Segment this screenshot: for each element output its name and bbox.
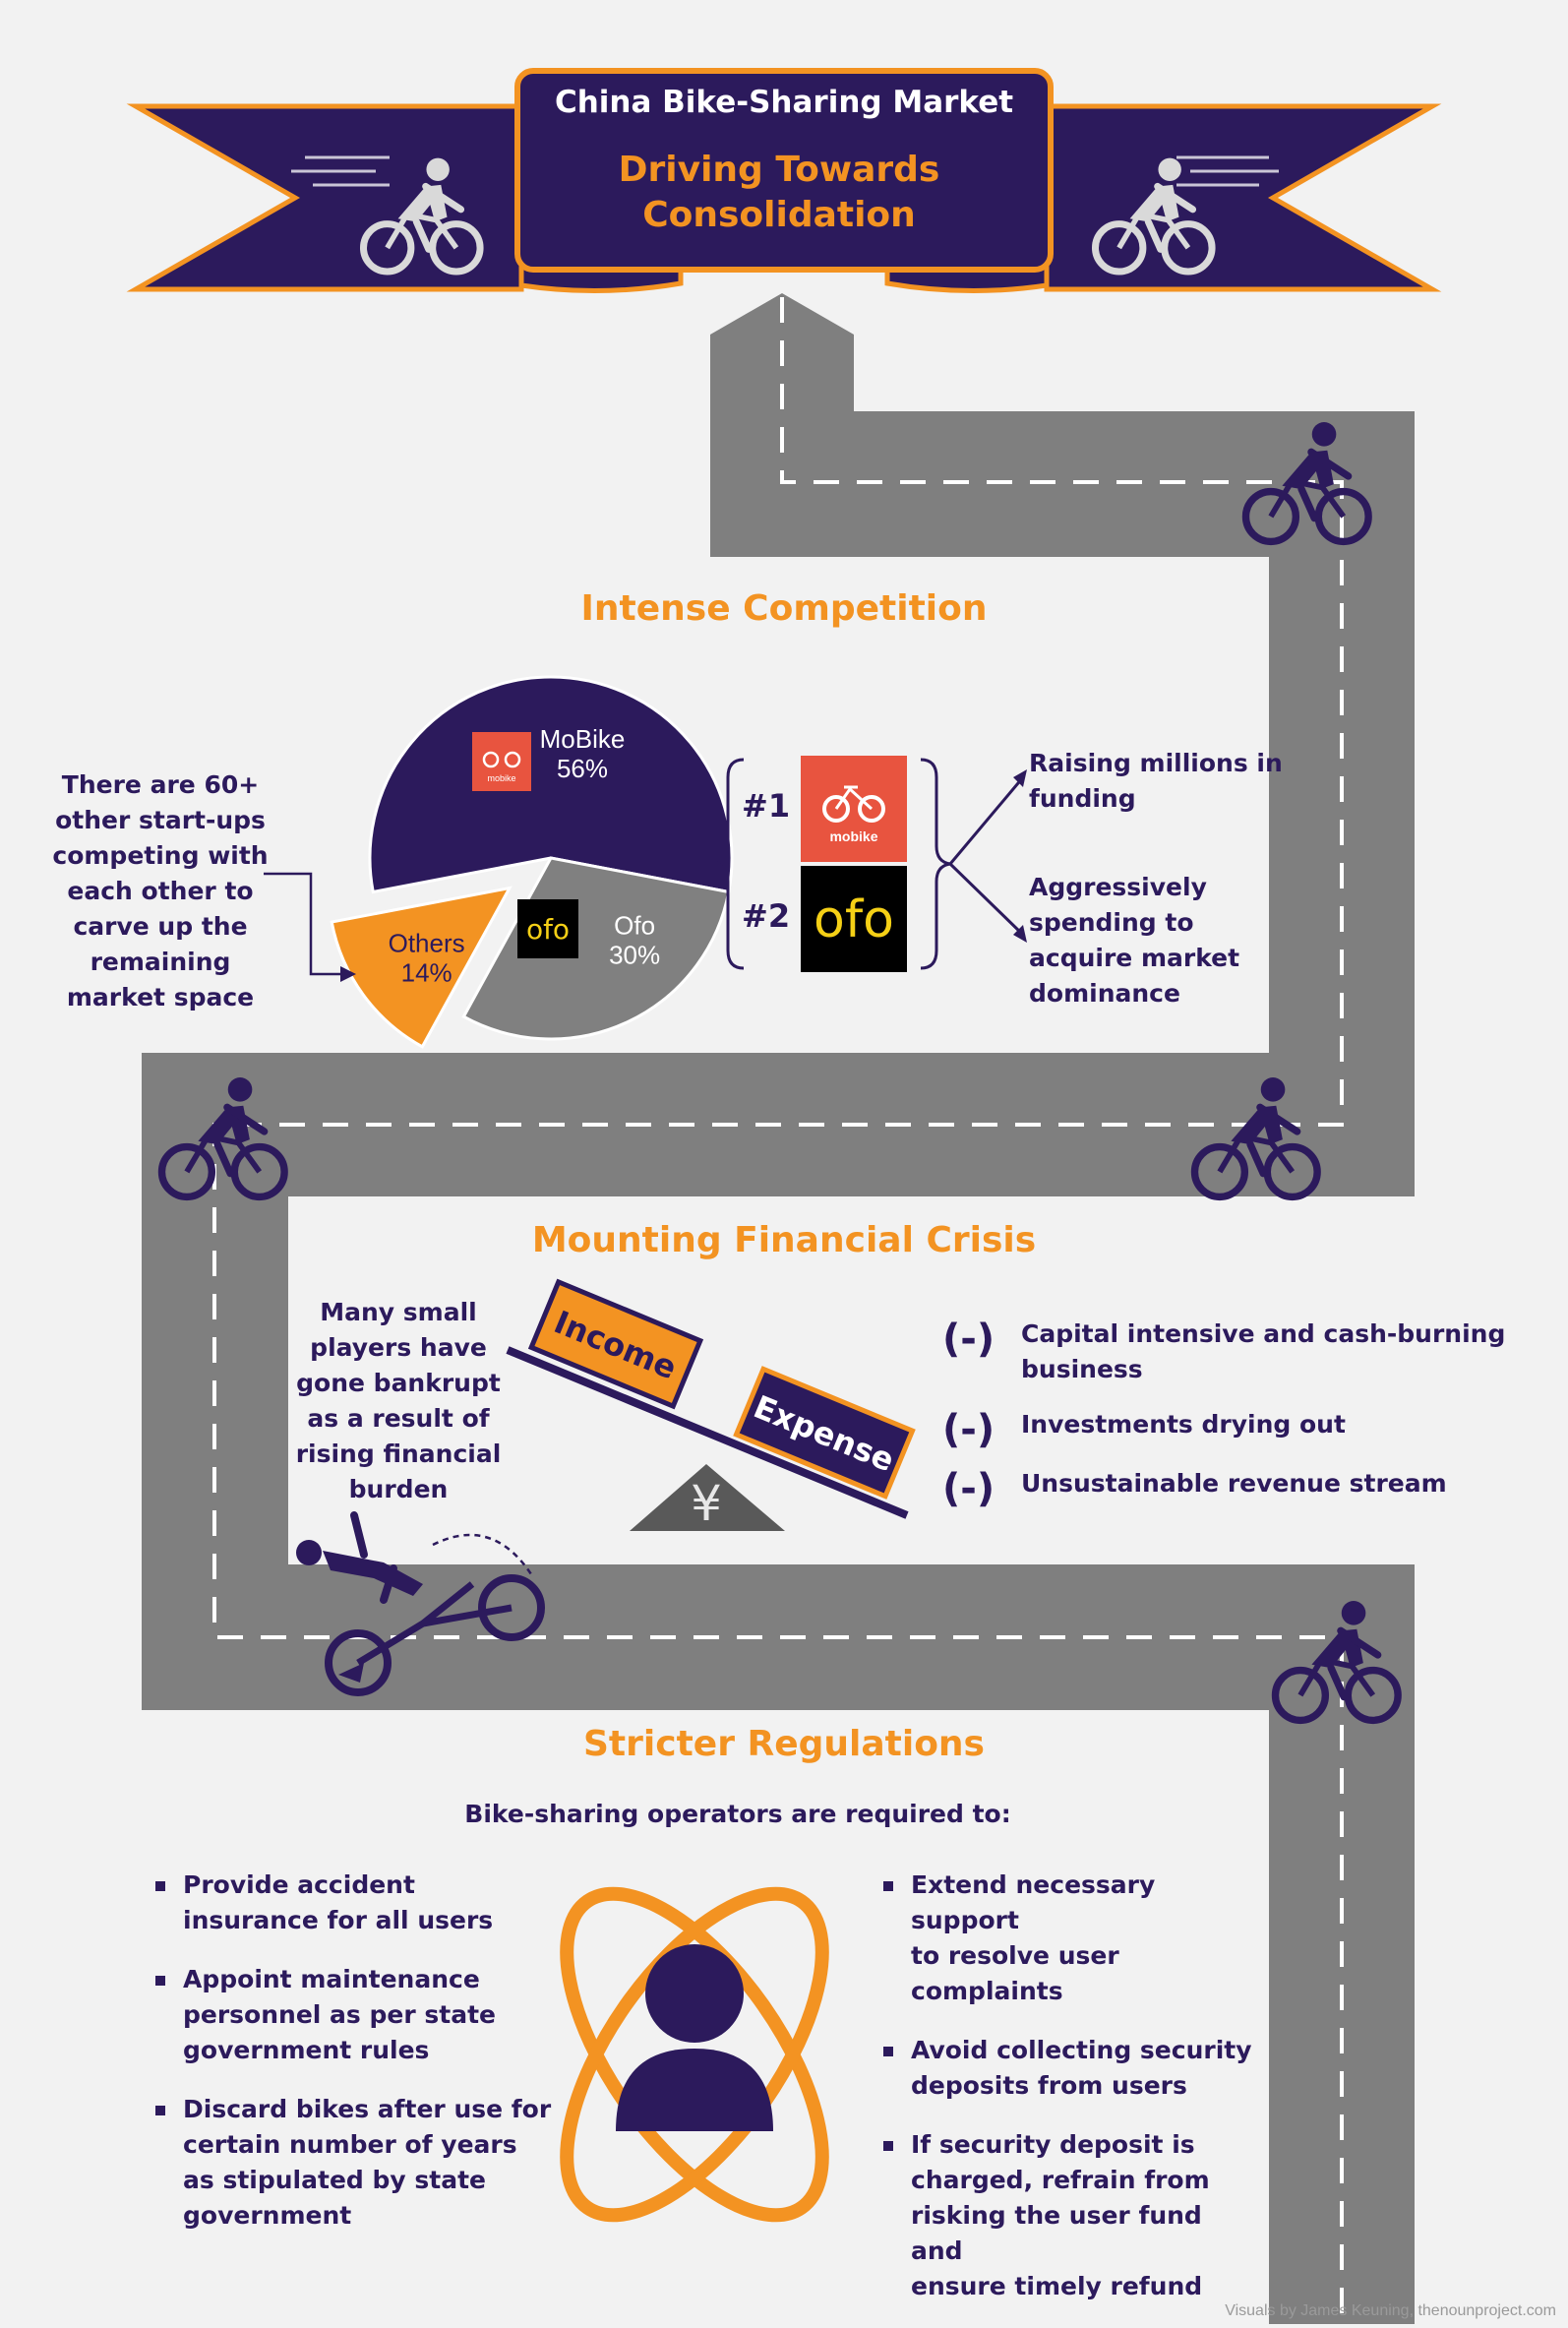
crisis-point-text: Capital intensive and cash-burning busin… (1021, 1317, 1552, 1387)
list-item-line: complaints (911, 1977, 1063, 2005)
yen-icon: ¥ (691, 1475, 722, 1532)
pie-label-others: Others (389, 929, 465, 958)
list-item-line: certain number of years (183, 2130, 517, 2159)
list-item: Appoint maintenance personnel as per sta… (155, 1962, 578, 2068)
point-line: Raising millions in (1029, 749, 1283, 777)
bankrupt-note-line: burden (348, 1475, 449, 1503)
competition-point-spending: Aggressively spending to acquire market … (1029, 870, 1324, 1011)
list-item-line: to resolve user (911, 1941, 1119, 1970)
list-item-line: Provide accident (183, 1870, 415, 1899)
crisis-point: (-) Investments drying out (942, 1407, 1552, 1452)
pie-slice-mobike (368, 675, 734, 894)
minus-icon: (-) (942, 1466, 995, 1511)
point-line: Aggressively (1029, 873, 1207, 901)
point-line: funding (1029, 784, 1136, 813)
point-line: dominance (1029, 979, 1180, 1008)
list-item-line: charged, refrain from (911, 2166, 1210, 2194)
pie-value-mobike: 56% (557, 754, 608, 783)
list-item-line: If security deposit is (911, 2130, 1195, 2159)
list-item-line: ensure timely refund (911, 2272, 1203, 2300)
list-item-line: personnel as per state (183, 2000, 497, 2029)
crisis-point-text: Investments drying out (1021, 1410, 1346, 1439)
list-item-line: deposits from users (911, 2071, 1187, 2100)
ofo-logo-icon: ofo (517, 899, 578, 958)
income-expense-scale: ¥ Income Expense (506, 1278, 916, 1532)
crisis-point-text: Unsustainable revenue stream (1021, 1469, 1447, 1498)
fallen-cyclist-icon (296, 1511, 545, 1696)
list-item: Avoid collecting security deposits from … (883, 2033, 1257, 2104)
competition-point-funding: Raising millions in funding (1029, 746, 1324, 817)
rank-1-label: #1 (742, 787, 791, 825)
note-arrow (264, 872, 356, 982)
ofo-logo-icon: ofo (801, 866, 907, 972)
list-item-line: government (183, 2201, 352, 2230)
svg-text:mobike: mobike (829, 828, 877, 844)
regulations-intro: Bike-sharing operators are required to: (464, 1800, 1011, 1828)
startups-note-line: other start-ups (55, 806, 266, 834)
banner-subtitle-line1: Driving Towards (619, 150, 940, 190)
pie-label-mobike: MoBike (540, 724, 626, 754)
svg-text:ofo: ofo (814, 890, 894, 950)
list-item-line: Extend necessary support (911, 1870, 1156, 1934)
startups-note-line: remaining (90, 948, 231, 976)
person-orbit-icon (560, 1886, 829, 2223)
list-item-line: Discard bikes after use for (183, 2095, 552, 2123)
mobike-logo-icon: mobike (472, 732, 531, 791)
banner-title: China Bike-Sharing Market (555, 85, 1013, 120)
bankrupt-note-line: gone bankrupt (296, 1369, 501, 1397)
minus-icon: (-) (942, 1407, 995, 1452)
speed-lines (291, 155, 1279, 187)
minus-icon: (-) (942, 1317, 995, 1362)
bankrupt-note: Many small players have gone bankrupt as… (287, 1295, 510, 1507)
list-item-line: Avoid collecting security (911, 2036, 1252, 2064)
startups-note: There are 60+ other start-ups competing … (39, 767, 281, 1015)
mobike-logo-icon: mobike (801, 756, 907, 862)
crisis-point: (-) Unsustainable revenue stream (942, 1466, 1552, 1511)
startups-note-line: each other to (67, 877, 254, 905)
rank-arrows (1013, 769, 1027, 943)
pie-label-ofo: Ofo (614, 911, 655, 941)
pie-slice-others (330, 886, 513, 1049)
bankrupt-note-line: rising financial (295, 1440, 502, 1468)
list-item: Extend necessary support to resolve user… (883, 1868, 1257, 2009)
startups-note-line: There are 60+ (61, 770, 260, 799)
crisis-point: (-) Capital intensive and cash-burning b… (942, 1317, 1552, 1387)
crisis-point-line: business (1021, 1355, 1143, 1383)
rank-bracket (713, 758, 1025, 970)
regulations-right-list: Extend necessary support to resolve user… (883, 1868, 1257, 2328)
crisis-point-line: Capital intensive and cash-burning (1021, 1319, 1506, 1348)
svg-text:mobike: mobike (487, 773, 515, 783)
banner-subtitle-line2: Consolidation (642, 195, 916, 235)
competition-heading: Intense Competition (580, 588, 988, 629)
bankrupt-note-line: Many small (320, 1298, 477, 1326)
crisis-heading: Mounting Financial Crisis (531, 1220, 1037, 1260)
regulations-left-list: Provide accident insurance for all users… (155, 1868, 578, 2257)
point-line: spending to (1029, 908, 1194, 937)
svg-text:ofo: ofo (526, 913, 570, 946)
point-line: acquire market (1029, 944, 1240, 972)
rank-2-label: #2 (742, 897, 791, 935)
list-item-line: Appoint maintenance (183, 1965, 480, 1993)
credit-text: Visuals by James Keuning, thenounproject… (1225, 2302, 1556, 2319)
pie-value-ofo: 30% (609, 941, 660, 970)
list-item: Provide accident insurance for all users (155, 1868, 578, 1938)
pie-value-others: 14% (401, 958, 452, 988)
bankrupt-note-line: as a result of (307, 1404, 490, 1433)
list-item-line: risking the user fund and (911, 2201, 1202, 2265)
list-item-line: insurance for all users (183, 1906, 494, 1934)
bankrupt-note-line: players have (310, 1333, 487, 1362)
startups-note-line: carve up the (73, 912, 248, 941)
list-item-line: as stipulated by state (183, 2166, 486, 2194)
pie-slice-ofo (461, 856, 731, 1041)
startups-note-line: competing with (52, 841, 269, 870)
startups-note-line: market space (66, 983, 255, 1011)
list-item-line: government rules (183, 2036, 430, 2064)
title-banner: China Bike-Sharing Market Driving Toward… (126, 68, 1442, 294)
list-item: If security deposit is charged, refrain … (883, 2127, 1257, 2304)
regulations-heading: Stricter Regulations (583, 1724, 985, 1764)
list-item: Discard bikes after use for certain numb… (155, 2092, 578, 2234)
